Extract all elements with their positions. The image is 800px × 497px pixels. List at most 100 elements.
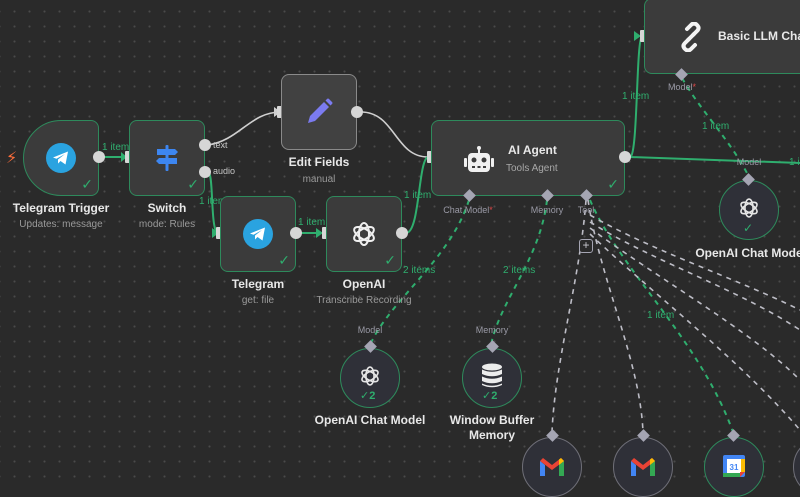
telegram-icon bbox=[46, 143, 76, 173]
success-check-icon: ✓ bbox=[743, 221, 754, 235]
edge-arrow bbox=[316, 228, 323, 238]
edge-tool-extra3 bbox=[589, 227, 800, 381]
node-ai-agent[interactable]: AI Agent Tools Agent ✓ bbox=[431, 120, 625, 196]
success-check-icon: ✓ bbox=[278, 252, 290, 268]
edge-switch-edit bbox=[207, 111, 282, 146]
input-port[interactable] bbox=[125, 151, 131, 163]
edge-label: 1 item bbox=[622, 91, 650, 102]
port-label-memory: Memory bbox=[530, 205, 564, 215]
node-subtitle: manual bbox=[302, 174, 336, 185]
node-telegram-trigger[interactable]: ✓ bbox=[23, 120, 99, 196]
node-subtitle: get: file bbox=[241, 295, 275, 306]
success-check-icon: ✓2 bbox=[482, 390, 498, 402]
port-label-memory: Memory bbox=[475, 325, 509, 335]
link-icon bbox=[681, 22, 701, 52]
input-port[interactable] bbox=[216, 227, 222, 239]
node-subtitle: Updates: message bbox=[19, 219, 103, 230]
edge-label: 1 item bbox=[199, 196, 227, 207]
success-check-icon: ✓ bbox=[384, 252, 396, 268]
openai-icon bbox=[353, 222, 375, 246]
node-title: Switch bbox=[147, 201, 187, 215]
edge-tool-calendar bbox=[589, 199, 734, 433]
calendar-day: 31 bbox=[730, 463, 739, 472]
edge-label: 1 item bbox=[702, 121, 730, 132]
output-port[interactable] bbox=[619, 151, 631, 163]
edge-agent-memory bbox=[490, 199, 548, 346]
edge-arrow bbox=[634, 31, 641, 41]
node-title: OpenAI Chat Mode bbox=[695, 246, 800, 260]
input-port[interactable] bbox=[640, 30, 646, 42]
edge-label: 1 item bbox=[404, 190, 432, 201]
node-title-line2: Memory bbox=[468, 428, 516, 442]
connections-layer bbox=[104, 31, 800, 433]
port-label-chat-model: Chat Model* bbox=[443, 205, 493, 215]
input-port[interactable] bbox=[277, 106, 283, 118]
input-port[interactable] bbox=[322, 227, 328, 239]
edge-label: 2 items bbox=[503, 265, 536, 276]
node-title: OpenAI Chat Model bbox=[314, 413, 426, 427]
openai-icon bbox=[740, 198, 758, 218]
edge-label: 1 i bbox=[789, 157, 800, 168]
success-check-icon: ✓ bbox=[187, 176, 199, 192]
node-openai[interactable]: ✓ bbox=[326, 196, 402, 272]
port-label-model: Model bbox=[736, 157, 762, 167]
node-openai-chat-model-1[interactable]: ✓2 bbox=[340, 348, 400, 408]
node-google-calendar[interactable]: 31 bbox=[704, 437, 764, 497]
edge-tool-extra4 bbox=[589, 233, 800, 431]
node-title: Telegram Trigger bbox=[12, 201, 110, 215]
edge-tool-gmail1 bbox=[551, 199, 587, 433]
node-gmail-1[interactable] bbox=[522, 437, 582, 497]
node-openai-chat-model-2[interactable]: ✓ bbox=[719, 180, 779, 240]
edge-agent-chatmodel bbox=[369, 199, 470, 346]
edge-edit-agent bbox=[360, 111, 429, 158]
edge-tool-extra1 bbox=[589, 214, 800, 311]
google-calendar-icon: 31 bbox=[723, 455, 745, 477]
node-title: Telegram bbox=[231, 277, 285, 291]
node-edit-fields[interactable] bbox=[281, 74, 357, 150]
node-gmail-2[interactable] bbox=[613, 437, 673, 497]
openai-icon bbox=[361, 366, 379, 386]
edge-llm-model bbox=[681, 77, 749, 176]
node-title: Edit Fields bbox=[288, 155, 350, 169]
node-title: AI Agent bbox=[508, 143, 557, 157]
node-title: OpenAI bbox=[342, 277, 386, 291]
success-check-icon: ✓ bbox=[81, 176, 93, 192]
gmail-icon bbox=[540, 458, 564, 476]
edge-tool-gmail2 bbox=[587, 199, 644, 433]
pencil-icon bbox=[308, 98, 333, 123]
edge-tool-extra2 bbox=[589, 221, 800, 331]
edge-arrow bbox=[121, 152, 127, 162]
trigger-bolt-icon: ⚡ bbox=[6, 150, 18, 167]
node-subtitle: mode: Rules bbox=[138, 219, 196, 230]
input-port[interactable] bbox=[427, 151, 433, 163]
edge-label: 1 item bbox=[647, 310, 675, 321]
port-label-tool: Tool bbox=[577, 205, 595, 215]
node-title: Basic LLM Cha bbox=[718, 29, 800, 43]
port-label-model: Model bbox=[357, 325, 383, 335]
robot-icon bbox=[464, 146, 494, 172]
node-subtitle: Tools Agent bbox=[506, 163, 558, 174]
gmail-icon bbox=[631, 458, 655, 476]
output-port[interactable] bbox=[396, 227, 408, 239]
edge-agent-right bbox=[629, 156, 800, 164]
output-port[interactable] bbox=[93, 151, 105, 163]
port-label-model: Model* bbox=[667, 82, 697, 92]
add-tool-button[interactable]: + bbox=[579, 239, 593, 253]
output-port-audio[interactable] bbox=[199, 166, 211, 178]
output-port[interactable] bbox=[351, 106, 363, 118]
node-subtitle: Transcribe Recording bbox=[316, 295, 412, 306]
node-window-buffer-memory[interactable]: ✓2 bbox=[462, 348, 522, 408]
node-switch[interactable]: ✓ bbox=[129, 120, 205, 196]
database-icon bbox=[482, 363, 502, 388]
edge-label: 1 item bbox=[298, 217, 326, 228]
signpost-icon bbox=[156, 145, 178, 171]
output-port[interactable] bbox=[290, 227, 302, 239]
edge-label: 2 items bbox=[403, 265, 436, 276]
edge-openai-agent bbox=[405, 156, 429, 234]
node-telegram[interactable]: ✓ bbox=[220, 196, 296, 272]
node-title: Window Buffer bbox=[449, 413, 535, 427]
output-port-text[interactable] bbox=[199, 139, 211, 151]
node-basic-llm-chain[interactable]: Basic LLM Cha bbox=[644, 0, 800, 74]
success-check-icon: ✓ bbox=[607, 176, 619, 192]
